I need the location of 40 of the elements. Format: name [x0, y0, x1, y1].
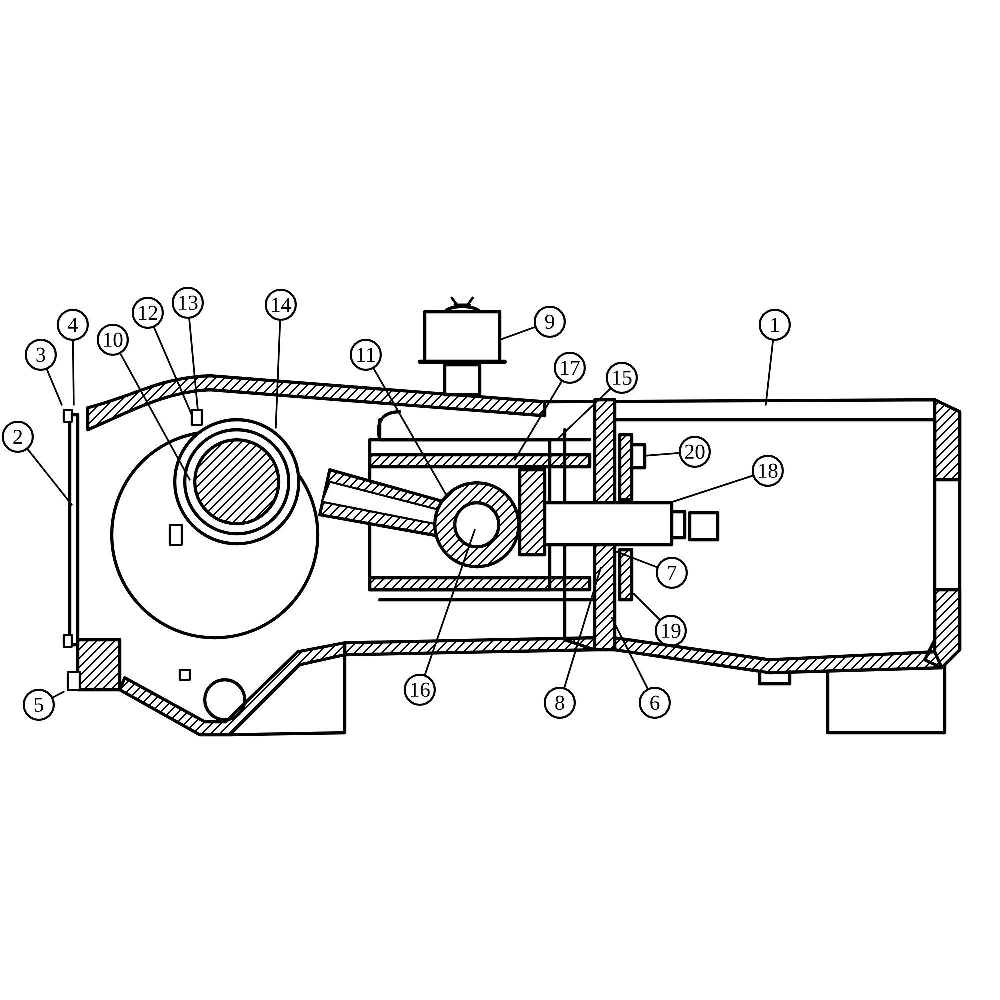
- leader-line: [120, 353, 191, 481]
- callout-number: 11: [350, 338, 382, 372]
- callout-number: 1: [758, 308, 792, 342]
- leader-line: [373, 368, 448, 497]
- callout-number: 2: [2, 420, 34, 454]
- leader-line: [564, 567, 602, 689]
- callout-number: 18: [752, 454, 784, 488]
- callout-number: 9: [534, 306, 566, 338]
- callout-number: 13: [172, 286, 204, 320]
- leader-line: [644, 452, 680, 457]
- callout-number: 8: [544, 686, 576, 720]
- leader-line: [499, 326, 536, 341]
- callout-number: 4: [56, 308, 90, 342]
- leader-line: [616, 551, 658, 568]
- leader-line: [153, 326, 193, 416]
- leader-line: [556, 388, 612, 441]
- callout-number: 19: [654, 614, 688, 648]
- leader-line: [765, 340, 774, 406]
- leader-line: [611, 617, 649, 690]
- leader-line: [633, 593, 661, 621]
- callout-number: 14: [264, 288, 298, 322]
- callout-number: 7: [656, 556, 688, 590]
- leader-line: [275, 320, 282, 429]
- leader-line: [52, 691, 65, 698]
- callout-number: 12: [132, 296, 164, 330]
- leader-line: [72, 340, 75, 406]
- leader-line: [27, 448, 73, 506]
- leader-line: [188, 318, 199, 411]
- callout-number: 17: [554, 352, 586, 384]
- leader-line: [669, 475, 754, 504]
- callout-number: 3: [24, 338, 58, 372]
- callout-number: 15: [606, 362, 638, 394]
- callout-number: 5: [22, 688, 56, 722]
- leader-line: [46, 368, 63, 406]
- leader-line: [424, 529, 476, 676]
- callout-number: 10: [96, 324, 130, 356]
- callout-number: 16: [404, 674, 436, 706]
- leader-line: [514, 380, 563, 461]
- callout-number: 6: [638, 686, 672, 720]
- callout-number: 20: [678, 436, 712, 468]
